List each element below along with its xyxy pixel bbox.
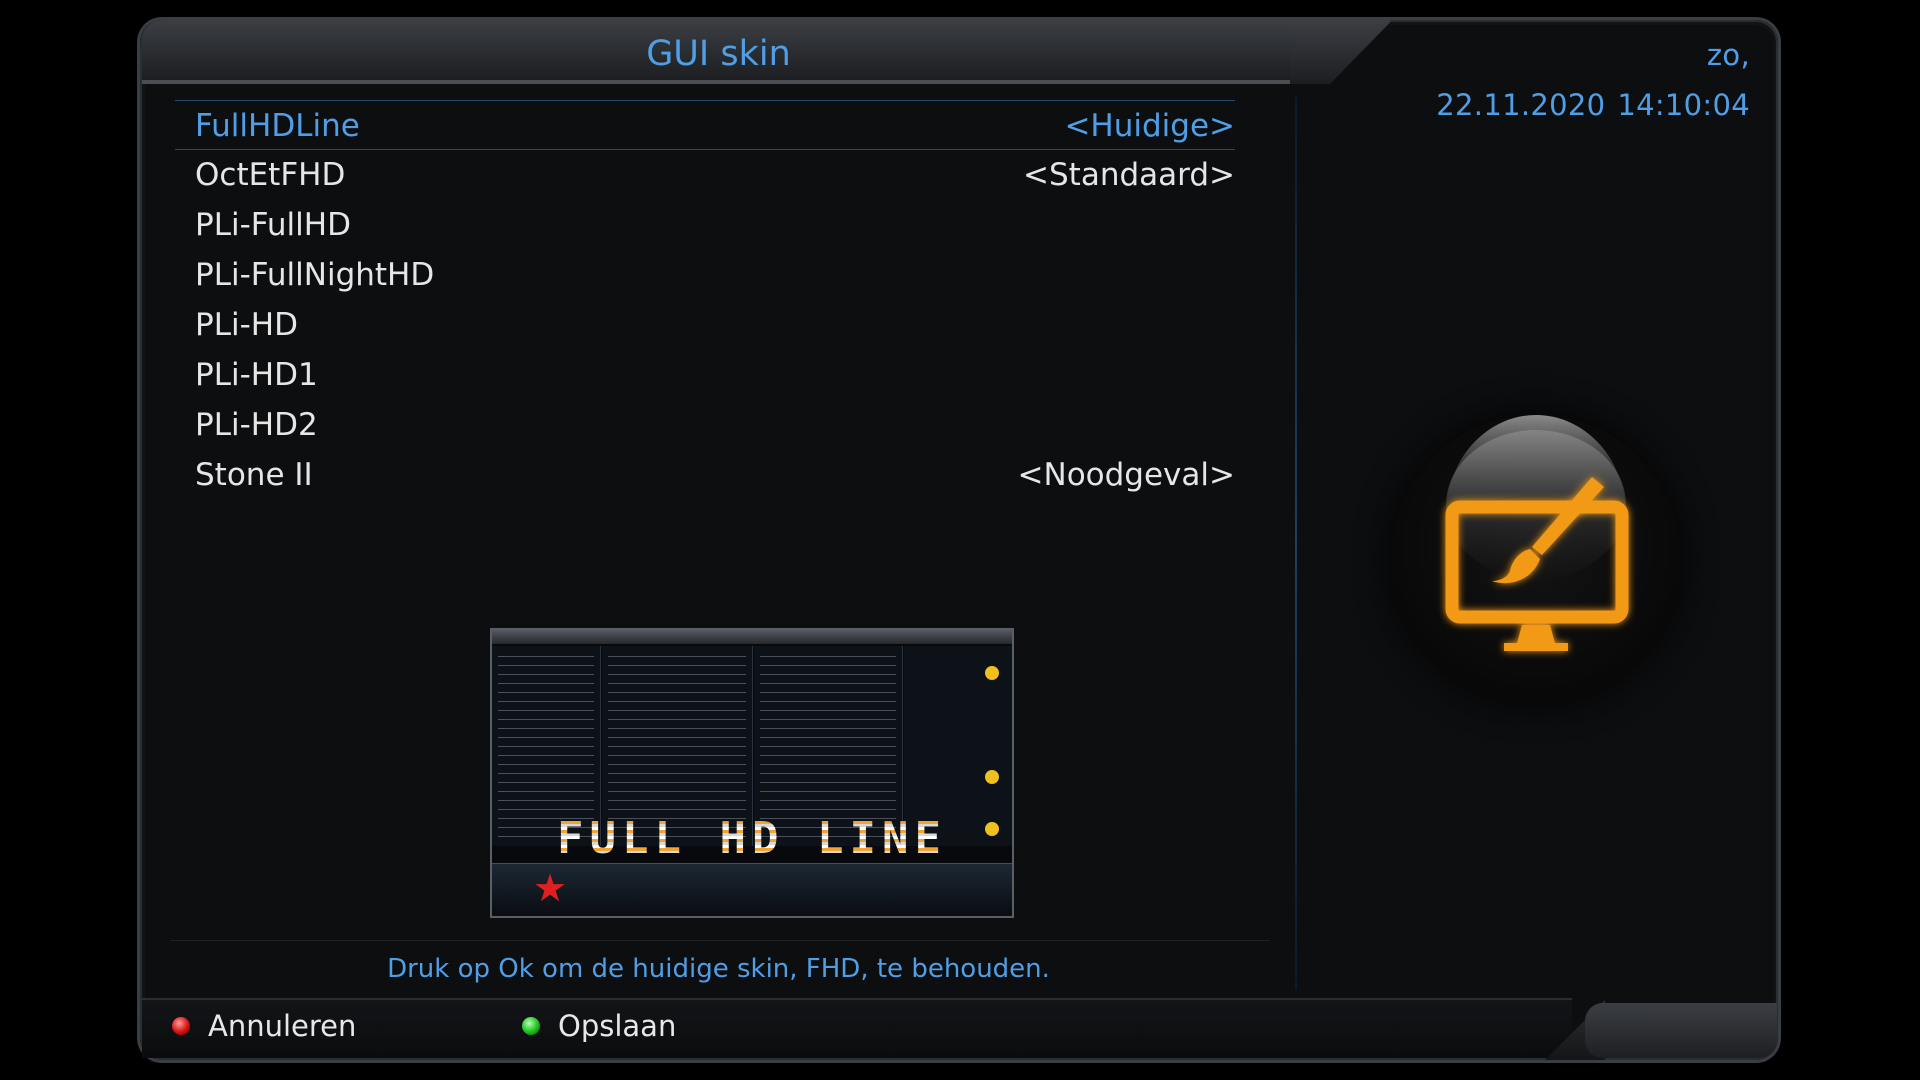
- preview-text-lines: [498, 652, 594, 840]
- preview-sun-icon: [985, 666, 999, 680]
- preview-header-bar: [492, 630, 1012, 644]
- footer-bar: [142, 998, 1572, 1058]
- skin-name: PLi-HD1: [195, 357, 318, 393]
- skin-name: PLi-FullHD: [195, 207, 351, 243]
- cancel-button[interactable]: Annuleren: [172, 1003, 356, 1049]
- save-label: Opslaan: [558, 1009, 677, 1043]
- skin-item-pli-hd2[interactable]: PLi-HD2: [175, 400, 1235, 450]
- monitor-paintbrush-icon: [1392, 415, 1680, 703]
- skin-name: PLi-FullNightHD: [195, 257, 435, 293]
- preview-text-lines: [760, 652, 896, 840]
- skin-item-pli-hd[interactable]: PLi-HD: [175, 300, 1235, 350]
- preview-sun-icon: [985, 770, 999, 784]
- preview-panel: [492, 646, 601, 846]
- skin-name: OctEtFHD: [195, 157, 346, 193]
- title-bar: [142, 20, 1327, 84]
- green-key-icon: [522, 1017, 540, 1035]
- preview-panel: [602, 646, 753, 846]
- skin-tag: <Noodgeval>: [1017, 457, 1235, 493]
- cancel-label: Annuleren: [208, 1009, 357, 1043]
- skin-item-fullhdline[interactable]: FullHDLine <Huidige>: [175, 100, 1235, 150]
- skin-name: Stone II: [195, 457, 313, 493]
- skin-tag: <Huidige>: [1064, 108, 1235, 144]
- skin-name: FullHDLine: [195, 108, 360, 144]
- preview-panel: [754, 646, 903, 846]
- vertical-divider: [1295, 95, 1297, 990]
- red-key-icon: [172, 1017, 190, 1035]
- hint-divider: [170, 940, 1270, 941]
- skin-item-stone-ii[interactable]: Stone II <Noodgeval>: [175, 450, 1235, 500]
- skin-item-pli-fullnighthd[interactable]: PLi-FullNightHD: [175, 250, 1235, 300]
- skin-preview-image: ★ FULL HD LINE: [490, 628, 1014, 918]
- skin-item-octetfhd[interactable]: OctEtFHD <Standaard>: [175, 150, 1235, 200]
- hint-text: Druk op Ok om de huidige skin, FHD, te b…: [387, 954, 1050, 984]
- preview-star-logo-icon: ★: [532, 866, 568, 910]
- skin-list[interactable]: FullHDLine<Huidige> OctEtFHD<Standaard> …: [175, 100, 1235, 500]
- skin-tag: <Standaard>: [1023, 157, 1235, 193]
- preview-infobar: [492, 863, 1012, 916]
- save-button[interactable]: Opslaan: [522, 1003, 676, 1049]
- preview-text-lines: [608, 652, 746, 840]
- skin-item-pli-fullhd[interactable]: PLi-FullHD: [175, 200, 1235, 250]
- preview-logo-text: FULL HD LINE: [502, 817, 1002, 861]
- skin-name: PLi-HD2: [195, 407, 318, 443]
- footer-corner-box: [1585, 1003, 1777, 1058]
- preview-sun-icon: [985, 822, 999, 836]
- date-text: zo, 22.11.2020: [1436, 38, 1750, 122]
- monitor-paintbrush-svg: [1445, 415, 1629, 651]
- page-title: GUI skin: [646, 34, 791, 74]
- time-text: 14:10:04: [1617, 88, 1750, 122]
- skin-item-pli-hd1[interactable]: PLi-HD1: [175, 350, 1235, 400]
- skin-name: PLi-HD: [195, 307, 298, 343]
